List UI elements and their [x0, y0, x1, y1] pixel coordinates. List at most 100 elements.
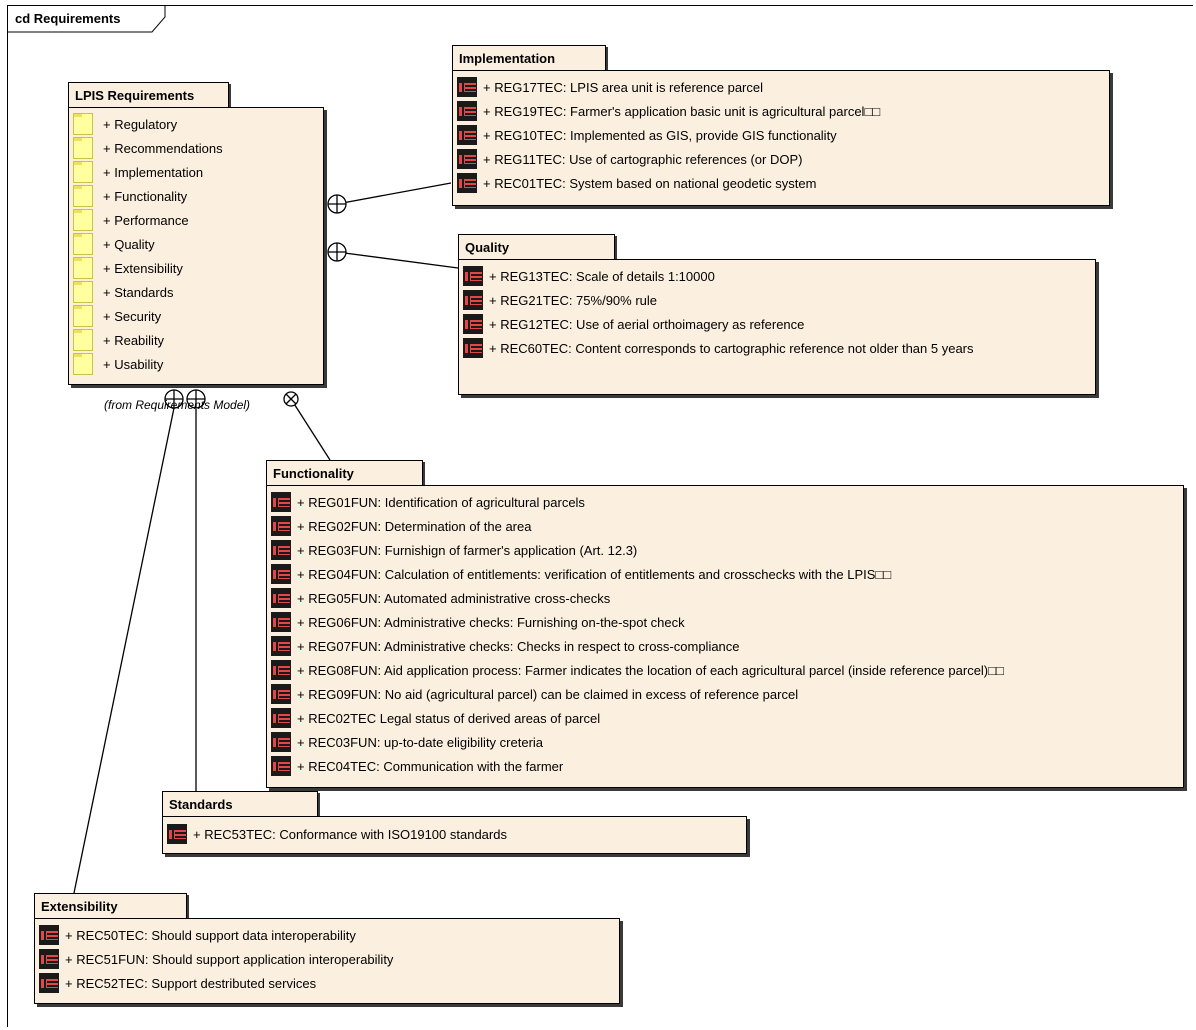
containment-circle-functionality [283, 391, 299, 407]
functionality-title: Functionality [273, 466, 354, 481]
requirement-icon [39, 925, 59, 945]
list-item[interactable]: + REG02FUN: Determination of the area [271, 514, 1179, 538]
requirement-icon [271, 540, 291, 560]
list-item[interactable]: + Implementation [73, 160, 319, 184]
list-item[interactable]: + REG01FUN: Identification of agricultur… [271, 490, 1179, 514]
connector-quality [336, 251, 459, 269]
list-item[interactable]: + Reability [73, 328, 319, 352]
lpis-requirements-title: LPIS Requirements [75, 88, 195, 103]
requirement-icon [271, 612, 291, 632]
requirement-icon [271, 564, 291, 584]
list-item[interactable]: + Security [73, 304, 319, 328]
diagram-frame-label: cd Requirements [15, 11, 121, 26]
requirement-icon [457, 125, 477, 145]
containment-circle-standards [186, 389, 206, 409]
extensibility-tab[interactable]: Extensibility [34, 893, 187, 919]
folder-icon [73, 209, 93, 231]
standards-tab[interactable]: Standards [162, 791, 318, 817]
list-item[interactable]: + Functionality [73, 184, 319, 208]
list-item[interactable]: + Performance [73, 208, 319, 232]
list-item[interactable]: + Recommendations [73, 136, 319, 160]
list-item[interactable]: + Quality [73, 232, 319, 256]
extensibility-title: Extensibility [41, 899, 118, 914]
functionality-body[interactable]: + REG01FUN: Identification of agricultur… [266, 485, 1184, 788]
lpis-requirements-tab[interactable]: LPIS Requirements [68, 82, 229, 108]
list-item[interactable]: + Usability [73, 352, 319, 376]
requirement-icon [271, 708, 291, 728]
requirement-icon [39, 973, 59, 993]
list-item[interactable]: + REG10TEC: Implemented as GIS, provide … [457, 123, 1105, 147]
quality-body[interactable]: + REG13TEC: Scale of details 1:10000 + R… [458, 259, 1096, 395]
requirement-icon [463, 266, 483, 286]
list-item[interactable]: + REC53TEC: Conformance with ISO19100 st… [167, 822, 742, 846]
extensibility-body[interactable]: + REC50TEC: Should support data interope… [34, 918, 620, 1004]
quality-tab[interactable]: Quality [458, 234, 615, 260]
implementation-body[interactable]: + REG17TEC: LPIS area unit is reference … [452, 70, 1110, 206]
standards-title: Standards [169, 797, 233, 812]
implementation-list: + REG17TEC: LPIS area unit is reference … [457, 75, 1105, 195]
list-item[interactable]: + REG17TEC: LPIS area unit is reference … [457, 75, 1105, 99]
requirement-icon [457, 77, 477, 97]
requirement-icon [463, 338, 483, 358]
folder-icon [73, 305, 93, 327]
list-item[interactable]: + REC03FUN: up-to-date eligibility crete… [271, 730, 1179, 754]
requirement-icon [167, 824, 187, 844]
requirement-icon [271, 516, 291, 536]
list-item[interactable]: + REC01TEC: System based on national geo… [457, 171, 1105, 195]
list-item[interactable]: + Extensibility [73, 256, 319, 280]
lpis-requirements-body[interactable]: + Regulatory + Recommendations + Impleme… [68, 107, 324, 385]
list-item[interactable]: + Regulatory [73, 112, 319, 136]
requirement-icon [457, 173, 477, 193]
lpis-requirements-list: + Regulatory + Recommendations + Impleme… [73, 112, 319, 376]
requirement-icon [463, 314, 483, 334]
standards-body[interactable]: + REC53TEC: Conformance with ISO19100 st… [162, 816, 747, 854]
list-item[interactable]: + REC04TEC: Communication with the farme… [271, 754, 1179, 778]
list-item[interactable]: + REG08FUN: Aid application process: Far… [271, 658, 1179, 682]
folder-icon [73, 137, 93, 159]
containment-circle-extensibility [164, 389, 184, 409]
from-model-note: (from Requirements Model) [104, 398, 251, 412]
folder-icon [73, 257, 93, 279]
extensibility-list: + REC50TEC: Should support data interope… [39, 923, 615, 995]
list-item[interactable]: + REG21TEC: 75%/90% rule [463, 288, 1091, 312]
list-item[interactable]: + REC51FUN: Should support application i… [39, 947, 615, 971]
requirement-icon [39, 949, 59, 969]
list-item[interactable]: + REG07FUN: Administrative checks: Check… [271, 634, 1179, 658]
list-item[interactable]: + REC50TEC: Should support data interope… [39, 923, 615, 947]
list-item[interactable]: + REG04FUN: Calculation of entitlements:… [271, 562, 1179, 586]
requirement-icon [271, 492, 291, 512]
list-item[interactable]: + REG06FUN: Administrative checks: Furni… [271, 610, 1179, 634]
quality-list: + REG13TEC: Scale of details 1:10000 + R… [463, 264, 1091, 360]
list-item[interactable]: + REG03FUN: Furnishign of farmer's appli… [271, 538, 1179, 562]
functionality-list: + REG01FUN: Identification of agricultur… [271, 490, 1179, 778]
list-item[interactable]: + REC60TEC: Content corresponds to carto… [463, 336, 1091, 360]
containment-circle-implementation [327, 194, 347, 214]
diagram-frame [7, 5, 1193, 1027]
requirement-icon [463, 290, 483, 310]
list-item[interactable]: + REG05FUN: Automated administrative cro… [271, 586, 1179, 610]
folder-icon [73, 353, 93, 375]
connector-extensibility [73, 407, 175, 894]
folder-icon [73, 185, 93, 207]
implementation-title: Implementation [459, 51, 556, 66]
list-item[interactable]: + REG11TEC: Use of cartographic referenc… [457, 147, 1105, 171]
list-item[interactable]: + REC02TEC Legal status of derived areas… [271, 706, 1179, 730]
implementation-tab[interactable]: Implementation [452, 45, 606, 71]
functionality-tab[interactable]: Functionality [266, 460, 423, 486]
requirement-icon [271, 684, 291, 704]
folder-icon [73, 233, 93, 255]
list-item[interactable]: + Standards [73, 280, 319, 304]
folder-icon [73, 281, 93, 303]
containment-circle-quality [327, 242, 347, 262]
requirement-icon [271, 636, 291, 656]
list-item[interactable]: + REG19TEC: Farmer's application basic u… [457, 99, 1105, 123]
list-item[interactable]: + REG13TEC: Scale of details 1:10000 [463, 264, 1091, 288]
folder-icon [73, 113, 93, 135]
list-item[interactable]: + REG09FUN: No aid (agricultural parcel)… [271, 682, 1179, 706]
requirement-icon [271, 756, 291, 776]
list-item[interactable]: + REC52TEC: Support destributed services [39, 971, 615, 995]
list-item[interactable]: + REG12TEC: Use of aerial orthoimagery a… [463, 312, 1091, 336]
connector-functionality [290, 398, 331, 461]
connector-implementation [336, 182, 452, 205]
